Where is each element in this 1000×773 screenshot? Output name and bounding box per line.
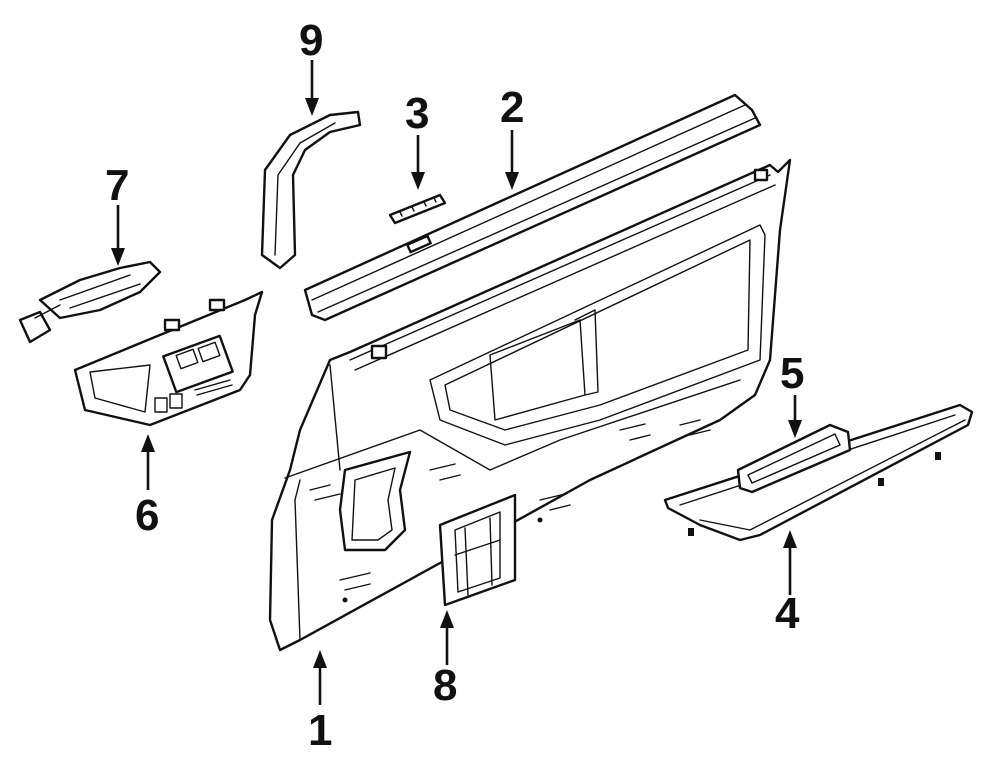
part-2-upper-trim-molding	[303, 93, 762, 322]
callout-5: 5	[780, 349, 804, 398]
part-7-door-handle	[18, 260, 162, 344]
part-5-switch-bezel	[736, 423, 852, 494]
callout-1: 1	[308, 706, 332, 755]
part-6-switch-housing	[73, 290, 264, 427]
callout-6: 6	[135, 491, 159, 540]
part-3-clip	[388, 193, 447, 225]
part-1-door-trim-panel	[268, 158, 792, 652]
callout-arrows	[111, 60, 802, 705]
callout-8: 8	[433, 661, 457, 710]
callout-3: 3	[405, 89, 429, 138]
part-9-curved-garnish	[260, 110, 362, 270]
callout-7: 7	[105, 161, 129, 210]
callout-9: 9	[299, 16, 323, 65]
part-8-bracket	[438, 493, 517, 607]
callout-2: 2	[500, 83, 524, 132]
callout-4: 4	[775, 589, 800, 638]
